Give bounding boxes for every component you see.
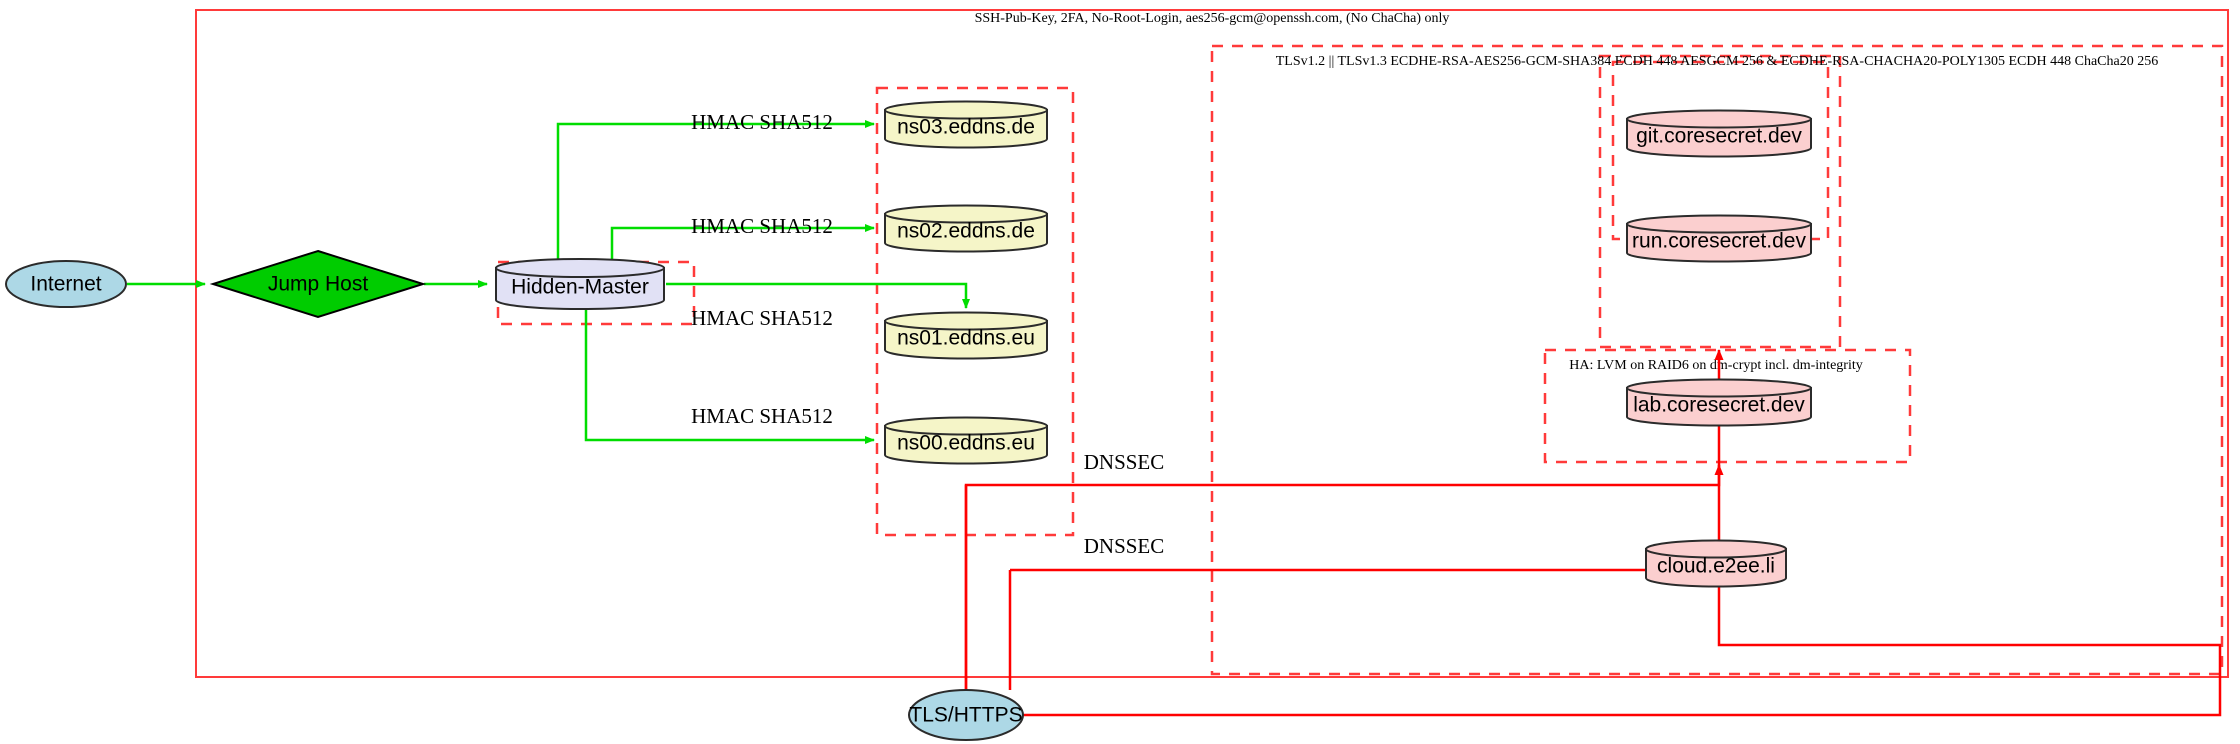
node-cloud-e2ee-li[interactable]: cloud.e2ee.li <box>1645 539 1787 588</box>
node-ns03[interactable]: ns03.eddns.de <box>884 100 1048 149</box>
edge-label-hmac-ns01: HMAC SHA512 <box>691 306 833 330</box>
node-jump-host[interactable]: Jump Host <box>209 249 427 319</box>
node-lab-coresecret-dev[interactable]: lab.coresecret.dev <box>1626 378 1812 427</box>
edge-label-dnssec-lower: DNSSEC <box>1084 534 1165 558</box>
node-git-label: git.coresecret.dev <box>1636 125 1802 148</box>
node-tls-https[interactable]: TLS/HTTPS <box>908 689 1024 741</box>
node-ns03-label: ns03.eddns.de <box>897 116 1035 139</box>
edge-label-dnssec-upper: DNSSEC <box>1084 450 1165 474</box>
node-run-label: run.coresecret.dev <box>1632 230 1806 253</box>
node-git-coresecret-dev[interactable]: git.coresecret.dev <box>1626 109 1812 158</box>
cluster-dns-zone <box>875 86 1075 537</box>
cluster-services-inner <box>1611 60 1830 241</box>
node-ns02-label: ns02.eddns.de <box>897 220 1035 243</box>
ha-zone-label: HA: LVM on RAID6 on dm-crypt incl. dm-in… <box>1569 358 1862 373</box>
edge-dnssec-upper <box>964 349 1724 690</box>
node-ns00-label: ns00.eddns.eu <box>897 432 1035 455</box>
edge-label-hmac-ns00: HMAC SHA512 <box>691 404 833 428</box>
node-ns02[interactable]: ns02.eddns.de <box>884 204 1048 253</box>
node-hidden-master[interactable]: Hidden-Master <box>495 258 665 310</box>
node-tls-https-label: TLS/HTTPS <box>909 704 1022 727</box>
node-lab-label: lab.coresecret.dev <box>1633 394 1805 417</box>
edge-hiddenmaster-ns02 <box>610 224 875 263</box>
node-ns01[interactable]: ns01.eddns.eu <box>884 311 1048 360</box>
cluster-ha-zone <box>1543 348 1912 464</box>
edge-label-hmac-ns02: HMAC SHA512 <box>691 214 833 238</box>
node-ns01-label: ns01.eddns.eu <box>897 327 1035 350</box>
edge-hiddenmaster-ns03 <box>556 120 875 263</box>
edge-hiddenmaster-ns01 <box>666 282 970 309</box>
node-jump-host-label: Jump Host <box>268 273 369 296</box>
tls-zone-label: TLSv1.2 || TLSv1.3 ECDHE-RSA-AES256-GCM-… <box>1276 54 2158 69</box>
top-security-label: SSH-Pub-Key, 2FA, No-Root-Login, aes256-… <box>975 11 1450 26</box>
node-hidden-master-label: Hidden-Master <box>511 276 649 299</box>
edge-label-hmac-ns03: HMAC SHA512 <box>691 110 833 134</box>
cluster-tls-zone <box>1210 44 2224 676</box>
node-cloud-label: cloud.e2ee.li <box>1657 555 1775 578</box>
node-internet-label: Internet <box>30 273 101 296</box>
cluster-outer-trusted <box>195 9 2229 678</box>
node-ns00[interactable]: ns00.eddns.eu <box>884 416 1048 465</box>
node-internet[interactable]: Internet <box>5 260 127 308</box>
node-run-coresecret-dev[interactable]: run.coresecret.dev <box>1626 214 1812 263</box>
cluster-services-outer <box>1598 54 1842 349</box>
edge-hiddenmaster-ns00 <box>584 308 875 444</box>
